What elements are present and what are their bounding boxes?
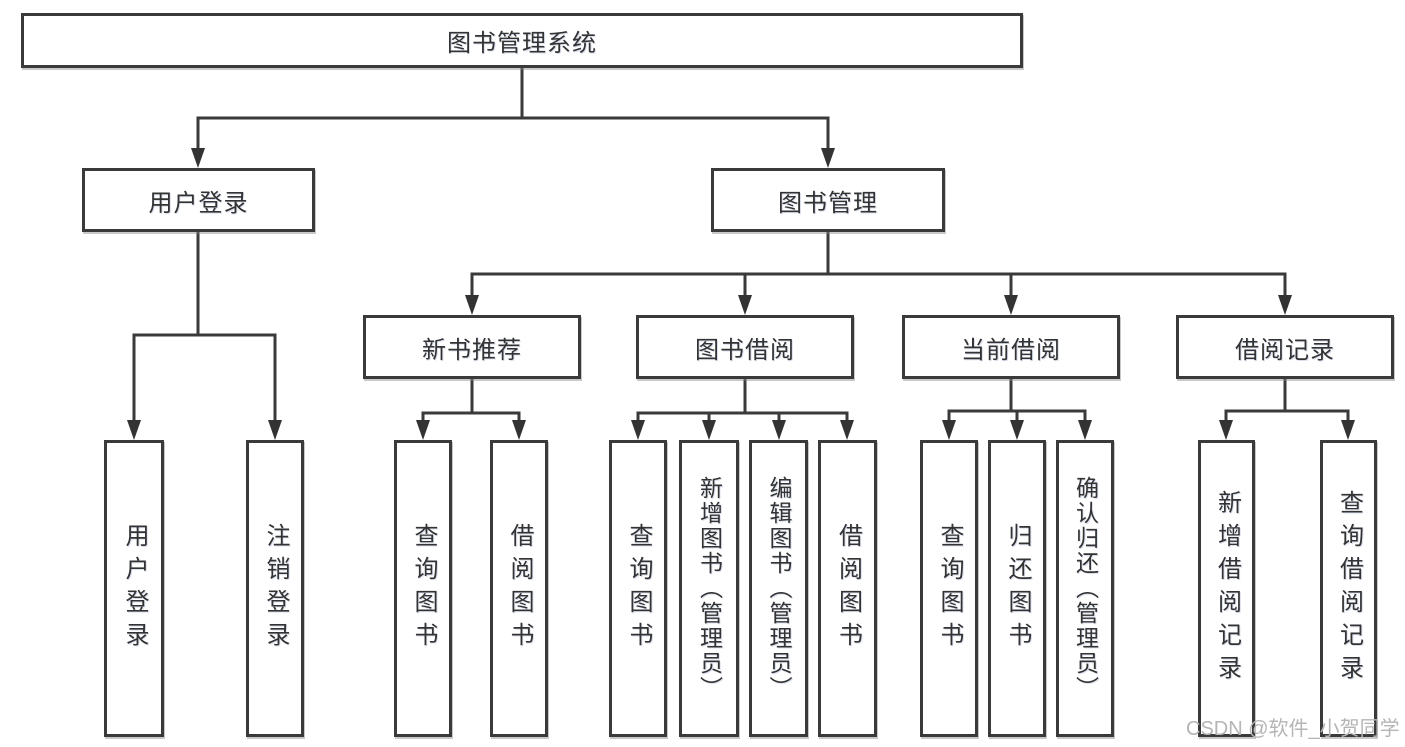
connector-root-to-level2 bbox=[191, 66, 835, 168]
leaf-query-book-recommend: 查询图书 bbox=[394, 440, 452, 737]
connector-borrow-records-to-leaves bbox=[1219, 377, 1355, 440]
node-label: 新书推荐 bbox=[422, 336, 522, 364]
node-label: 借阅图书 bbox=[506, 522, 533, 655]
connector-user-login-to-leaves bbox=[127, 230, 282, 440]
leaf-edit-book-admin: 编辑图书（管理员） bbox=[749, 440, 808, 737]
connector-book-management-to-level3 bbox=[465, 230, 1292, 315]
node-label: 查询图书 bbox=[625, 522, 652, 655]
node-user-login: 用户登录 bbox=[82, 168, 315, 232]
node-label: 查询图书 bbox=[410, 522, 437, 655]
node-library-management-system: 图书管理系统 bbox=[21, 13, 1023, 68]
node-label: 借阅记录 bbox=[1235, 336, 1335, 364]
leaf-user-login: 用户登录 bbox=[104, 440, 164, 737]
leaf-add-borrow-record: 新增借阅记录 bbox=[1198, 440, 1255, 737]
node-label: 新增借阅记录 bbox=[1213, 489, 1241, 688]
leaf-query-borrow-record: 查询借阅记录 bbox=[1320, 440, 1377, 737]
node-label: 编辑图书（管理员） bbox=[766, 476, 792, 701]
leaf-query-book-borrow: 查询图书 bbox=[609, 440, 667, 737]
node-label: 注销登录 bbox=[262, 522, 289, 655]
connector-new-book-recommend-to-leaves bbox=[416, 377, 526, 440]
node-label: 归还图书 bbox=[1004, 522, 1031, 655]
node-label: 当前借阅 bbox=[961, 336, 1061, 364]
node-label: 查询图书 bbox=[936, 522, 963, 655]
node-label: 用户登录 bbox=[148, 189, 249, 217]
csdn-watermark: CSDN @软件_小贺同学 bbox=[1186, 718, 1400, 740]
connector-book-borrow-to-leaves bbox=[631, 377, 854, 440]
leaf-borrow-book: 借阅图书 bbox=[818, 440, 877, 737]
node-label: 图书借阅 bbox=[695, 336, 795, 364]
leaf-return-book: 归还图书 bbox=[988, 440, 1046, 737]
node-current-borrow: 当前借阅 bbox=[902, 315, 1120, 379]
node-label: 用户登录 bbox=[121, 522, 148, 655]
node-book-borrow: 图书借阅 bbox=[636, 315, 854, 379]
node-label: 图书管理 bbox=[778, 189, 878, 217]
leaf-query-book-current: 查询图书 bbox=[920, 440, 978, 737]
leaf-add-book-admin: 新增图书（管理员） bbox=[679, 440, 739, 737]
connector-current-borrow-to-leaves bbox=[942, 377, 1092, 440]
node-new-book-recommend: 新书推荐 bbox=[363, 315, 581, 379]
leaf-confirm-return-admin: 确认归还（管理员） bbox=[1056, 440, 1114, 737]
node-label: 查询借阅记录 bbox=[1335, 489, 1363, 688]
node-book-management: 图书管理 bbox=[711, 168, 945, 232]
leaf-logout: 注销登录 bbox=[246, 440, 304, 737]
leaf-borrow-book-recommend: 借阅图书 bbox=[490, 440, 548, 737]
node-label: 借阅图书 bbox=[834, 522, 862, 655]
node-borrow-records: 借阅记录 bbox=[1176, 315, 1394, 379]
node-label: 确认归还（管理员） bbox=[1072, 476, 1099, 701]
node-label: 新增图书（管理员） bbox=[696, 476, 723, 701]
node-label: 图书管理系统 bbox=[447, 30, 597, 57]
